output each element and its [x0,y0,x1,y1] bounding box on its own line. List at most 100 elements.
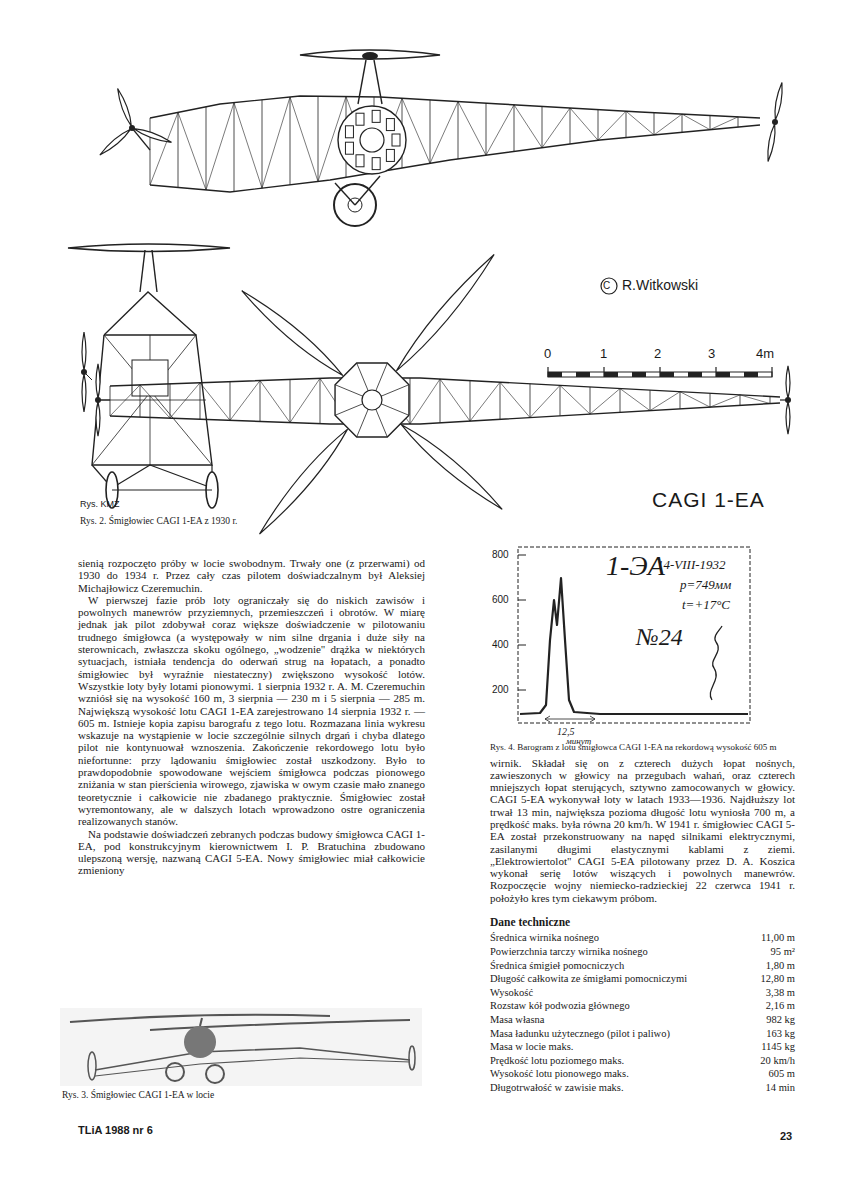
side-view-drawing-part [626,111,654,135]
top-view-drawing-part [335,363,409,437]
top-view-drawing-part [786,366,790,398]
top-view-drawing-part [710,395,740,407]
top-view-drawing-part [96,364,100,398]
side-view-drawing-part [234,103,235,192]
side-view-drawing-part [356,155,364,167]
top-view-drawing-part [170,383,200,418]
front-view-drawing-part [104,292,196,335]
side-view-drawing-part [318,96,319,181]
helicopter-photo-part [60,1008,422,1086]
scale-bar-part [659,367,660,377]
top-view-drawing-part [396,254,494,370]
top-view-drawing-part [110,403,780,424]
top-view-drawing-part [170,384,171,418]
side-view-drawing-part [514,105,515,152]
side-view-drawing-part [358,60,366,104]
body-paragraph: sienią rozpoczęto próby w locie swobodny… [78,557,425,594]
helicopter-photo-part [95,1048,410,1070]
top-view-drawing-part [500,382,501,419]
table-cell: Powierzchnia tarczy wirnika nośnego [490,945,648,959]
helicopter-photo-part [200,1018,202,1026]
scale-number: 3 [708,347,715,361]
front-view-drawing-part [92,335,212,465]
body-paragraph: W pierwszej fazie prób loty ograniczały … [78,594,425,828]
barogram-chart-part [518,690,526,691]
axis-value: 800 [492,549,509,560]
barogram-chart-part [520,578,748,714]
top-view-drawing-part [740,395,741,405]
table-row: Masa w locie maks.1145 kg [490,1040,795,1054]
scale-bar-part [744,372,758,377]
side-view-drawing-part [150,125,760,192]
side-view-drawing-part [206,103,234,190]
side-view-drawing-part [598,110,599,141]
top-view-drawing-part [242,291,343,376]
top-view-drawing-part [95,397,101,403]
helicopter-photo-part [70,1015,330,1022]
table-value: 11,00 m [761,931,795,945]
scale-bar-part [632,372,646,377]
side-view-drawing-part [598,111,626,140]
page-number: 23 [780,1130,792,1142]
barogram-chart-part [710,626,722,700]
side-view-drawing-part [356,113,364,125]
top-view-drawing [95,254,791,534]
top-view-drawing-part [96,402,100,436]
side-view-drawing-part [150,96,760,118]
side-view-drawing-part [374,60,382,104]
table-cell: Średnica wirnika nośnego [490,931,599,945]
side-view-drawing-part [654,113,655,135]
side-view-drawing-part [710,117,738,130]
axis-value: 200 [492,684,509,695]
side-view-drawing-part [458,102,486,156]
top-view-drawing-part [785,397,791,403]
top-view-drawing-part [680,392,681,409]
top-view-drawing-part [290,378,320,422]
side-view-drawing-part [386,149,394,161]
helicopter-photo-part [150,1020,410,1030]
scale-bar-part [716,372,730,377]
text-block: wirnik. Składał się on z czterech dużych… [490,757,795,905]
side-view-drawing-part [775,83,782,120]
top-view-drawing-part [230,382,231,421]
body-paragraph: Na podstawie doświadczeń zebranych podcz… [78,828,425,877]
scale-bar-part [576,372,590,377]
handwritten-note: t=+17°C [682,598,730,612]
side-view-drawing-part [150,118,151,185]
top-view-drawing-part [140,385,141,417]
front-view-drawing-part [150,335,151,465]
figure-caption: Rys. 3. Śmigłowiec CAGI 1-EA w locie [62,1090,214,1100]
barogram-chart-part [518,555,526,556]
scale-bar-part [715,367,716,377]
top-view-drawing-part [560,385,590,414]
side-view-drawing-part [300,50,440,59]
top-view-drawing-part [470,382,500,421]
scale-number: 1 [600,347,607,361]
top-view-drawing-part [335,385,409,416]
top-view-drawing-part [620,389,650,411]
table-cell: Masa ładunku użytecznego (pilot i paliwo… [490,1027,670,1041]
table-row: Wysokość lotu pionowego maks.605 m [490,1067,795,1081]
side-view-drawing-part [334,184,376,226]
table-cell: Masa w locie maks. [490,1040,573,1054]
table-cell: Masa własna [490,1013,545,1027]
helicopter-photo-part [166,1063,184,1081]
top-view-drawing-part [110,385,140,416]
axis-value: 600 [492,594,509,605]
top-view-drawing-part [560,385,561,415]
side-view-drawing-part [234,103,262,189]
side-view-drawing-part [150,112,178,185]
figure-title: CAGI 1-EA [652,488,765,511]
side-view-drawing-part [486,105,514,155]
side-view-drawing-part [362,52,378,60]
side-view-drawing-part [338,106,406,174]
front-view-drawing-part [82,332,86,370]
side-view-drawing-part [570,108,571,144]
top-view-drawing-part [710,393,711,407]
table-value: 982 kg [766,1013,795,1027]
side-view-drawing-part [430,102,458,164]
top-view-drawing-part [362,390,382,410]
side-view-drawing-part [682,114,710,130]
side-view-drawing-part [772,119,778,125]
table-cell: Wysokość [490,986,533,1000]
